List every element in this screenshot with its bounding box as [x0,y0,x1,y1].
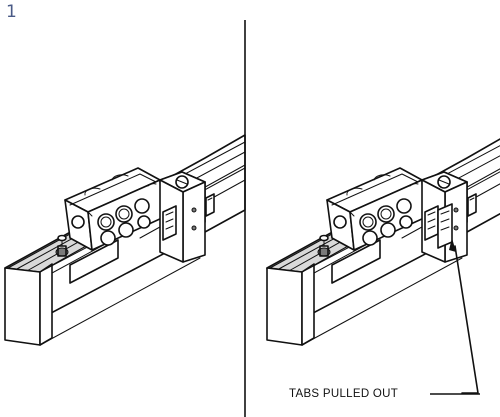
callout-arrowhead [449,238,456,252]
callout-label: TABS PULLED OUT [289,388,399,400]
callout-leader [454,245,479,394]
step-number: 1 [6,2,17,22]
assembly-tabs-in [4,134,246,346]
